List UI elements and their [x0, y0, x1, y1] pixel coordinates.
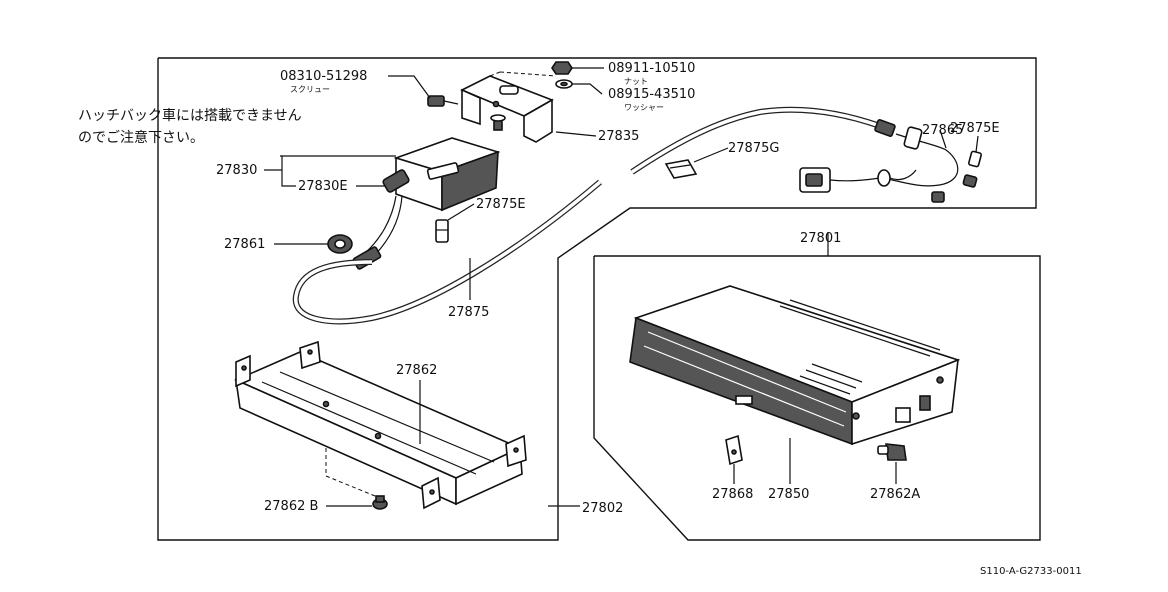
label-nut-name: ナット — [624, 77, 648, 86]
label-27862: 27862 — [396, 363, 437, 378]
bracket-27835-part — [460, 75, 554, 143]
clip-27868-part — [725, 434, 743, 466]
harness-connector-27830E — [382, 169, 410, 193]
label-27830: 27830 — [216, 163, 257, 178]
label-27830E: 27830E — [298, 179, 348, 194]
note-line-2: のでご注意下さい。 — [78, 129, 204, 146]
label-nut-part-number: 08911-10510 — [608, 61, 695, 76]
washer-part — [555, 79, 573, 89]
unit-group-frame — [593, 255, 1041, 541]
label-27875G: 27875G — [728, 141, 779, 156]
note-line-1: ハッチバック車には搭載できません — [78, 107, 302, 124]
label-27875: 27875 — [448, 305, 489, 320]
pad-27875G-part — [664, 159, 698, 179]
label-27862B: 27862 B — [264, 499, 318, 514]
bracket-27830 — [280, 155, 296, 187]
bolt-27862B-part — [372, 495, 388, 510]
nut-part — [551, 61, 573, 75]
bracket-27862-part — [234, 340, 527, 510]
label-27861: 27861 — [224, 237, 265, 252]
label-screw-part-number: 08310-51298 — [280, 69, 367, 84]
leader-27875G — [693, 147, 729, 163]
label-27802: 27802 — [582, 501, 623, 516]
label-screw-name: スクリュー — [290, 85, 330, 94]
unit-27850-part — [629, 285, 961, 446]
harness-27865-part — [799, 119, 959, 193]
grommet-27861-part — [327, 234, 353, 254]
label-washer-name: ワッシャー — [624, 103, 664, 112]
harness-plug — [352, 246, 382, 270]
clip-27875E-right-part — [931, 150, 982, 203]
outer-group-frame — [157, 57, 1037, 541]
label-27875E-left: 27875E — [476, 197, 526, 212]
label-27868: 27868 — [712, 487, 753, 502]
diagram-code: S110-A-G2733-0011 — [980, 566, 1082, 577]
knob-27862A-part — [877, 443, 907, 461]
harness-wire — [363, 195, 397, 255]
screw-part — [427, 95, 459, 107]
label-27875E-right: 27875E — [950, 121, 1000, 136]
module-27830-part — [393, 137, 501, 212]
leader-27875E-right — [975, 135, 979, 153]
label-27850: 27850 — [768, 487, 809, 502]
label-27862A: 27862A — [870, 487, 920, 502]
label-27835: 27835 — [598, 129, 639, 144]
screw-leader-line — [388, 75, 431, 99]
clip-27875E-left-part — [435, 219, 449, 243]
leader-27875E-left — [447, 203, 475, 221]
leader-27865 — [939, 129, 947, 149]
leader-27835 — [555, 131, 597, 137]
bolt-under-bracket — [490, 114, 506, 131]
label-washer-part-number: 08915-43510 — [608, 87, 695, 102]
label-27865: 27865 — [922, 123, 963, 138]
nut-dashed-guide — [499, 71, 557, 77]
label-27801: 27801 — [800, 231, 841, 246]
